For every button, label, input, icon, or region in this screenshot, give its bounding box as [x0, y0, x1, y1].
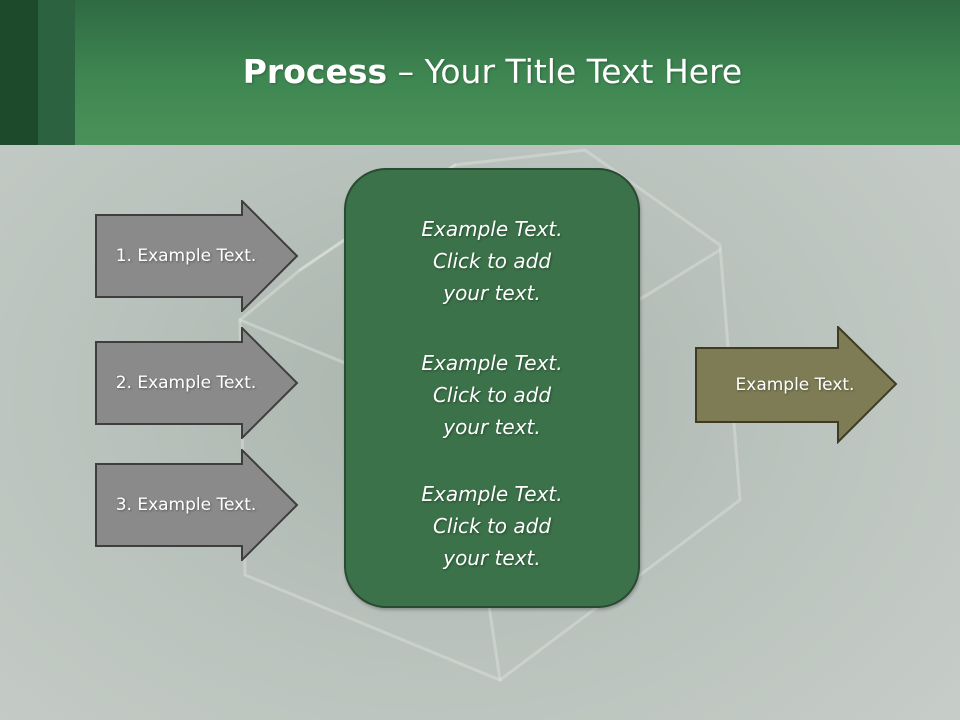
center-text-block-1[interactable]: Example Text. Click to add your text.: [344, 213, 640, 309]
step-label-3: 3. Example Text.: [115, 495, 257, 515]
center-text-line: your text.: [443, 281, 541, 305]
arrow-shape: [95, 449, 299, 561]
center-text-line: Click to add: [432, 249, 552, 273]
center-text-block-2[interactable]: Example Text. Click to add your text.: [344, 347, 640, 443]
step-arrow-1[interactable]: 1. Example Text.: [95, 200, 300, 312]
center-process-box[interactable]: [344, 168, 640, 608]
output-arrow[interactable]: Example Text.: [695, 326, 900, 444]
title-rest: – Your Title Text Here: [387, 52, 743, 91]
step-arrow-2[interactable]: 2. Example Text.: [95, 327, 300, 439]
center-text-block-3[interactable]: Example Text. Click to add your text.: [344, 478, 640, 574]
center-text-line: Example Text.: [421, 217, 563, 241]
header-bar: [0, 0, 960, 145]
output-label: Example Text.: [735, 375, 855, 395]
center-text-line: Example Text.: [421, 351, 563, 375]
center-text-line: Example Text.: [421, 482, 563, 506]
center-text-line: Click to add: [432, 514, 552, 538]
center-text-line: your text.: [443, 546, 541, 570]
arrow-shape: [695, 326, 898, 444]
header-accent-strip: [0, 0, 38, 145]
step-label-1: 1. Example Text.: [115, 246, 257, 266]
step-label-2: 2. Example Text.: [115, 373, 257, 393]
center-text-line: Click to add: [432, 383, 552, 407]
slide-title[interactable]: Process – Your Title Text Here: [0, 52, 960, 91]
title-bold: Process: [242, 52, 388, 91]
arrow-shape: [95, 327, 299, 439]
step-arrow-3[interactable]: 3. Example Text.: [95, 449, 300, 561]
header-accent-strip: [38, 0, 75, 145]
center-text-line: your text.: [443, 415, 541, 439]
arrow-shape: [95, 200, 299, 312]
